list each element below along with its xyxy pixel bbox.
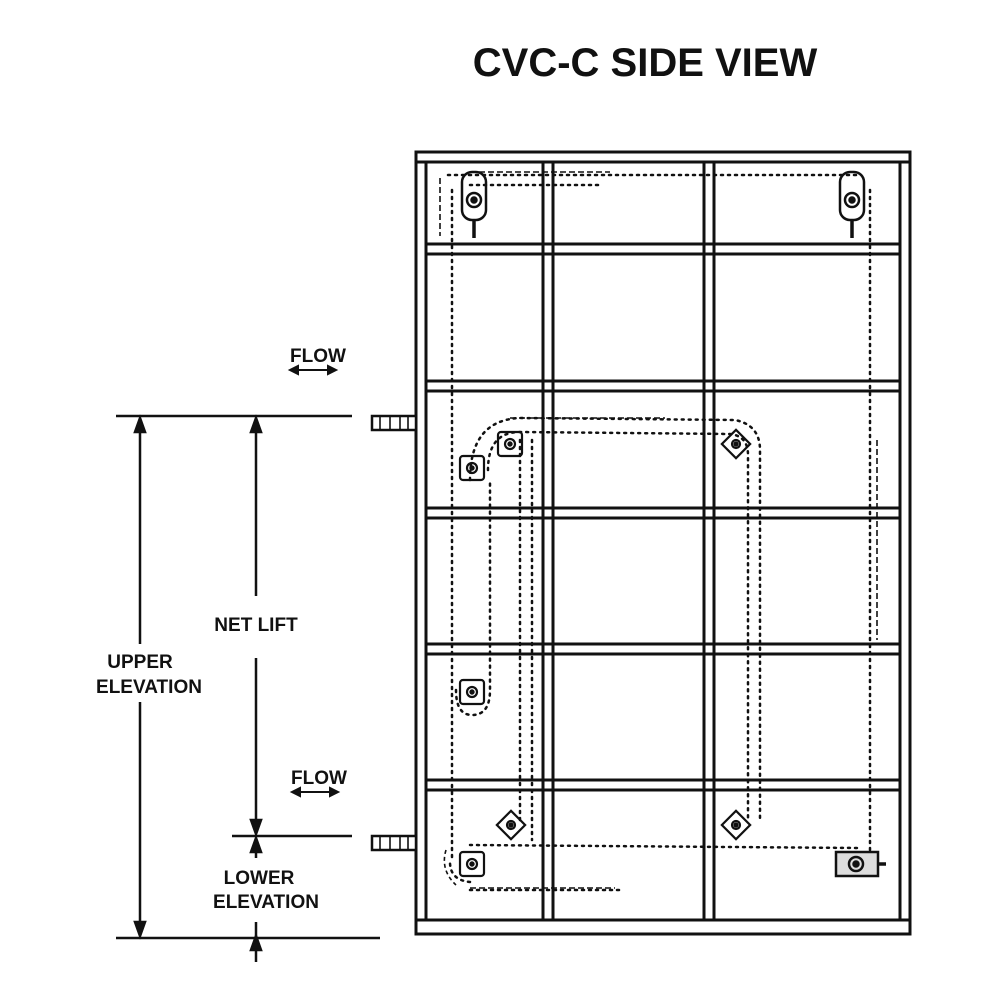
flow-label-lower: FLOW <box>291 768 347 789</box>
flow-arrow-upper <box>287 364 339 376</box>
shelf-lines <box>426 242 900 792</box>
idler-sprocket-icon <box>458 678 486 706</box>
lower-elevation-label-line1: LOWER <box>224 868 295 889</box>
idler-sprocket-icon <box>720 428 752 460</box>
chain-links <box>439 171 878 889</box>
diagram-title: CVC-C SIDE VIEW <box>473 41 818 85</box>
upper-elevation-label-line2: ELEVATION <box>96 677 202 698</box>
conveyor-chain <box>446 173 872 892</box>
sprocket-icon <box>838 170 866 238</box>
idler-sprocket-icon <box>495 809 527 841</box>
dimension-lines <box>116 414 380 962</box>
idler-sprocket-icon <box>720 809 752 841</box>
upper-elevation-label-line1: UPPER <box>107 652 173 673</box>
idler-sprocket-icon <box>458 850 486 878</box>
drive-motor-icon <box>834 850 886 878</box>
sprocket-icon <box>460 170 488 238</box>
flow-arrow-lower <box>289 786 341 798</box>
outer-frame <box>414 150 912 922</box>
idler-sprocket-icon <box>458 454 486 482</box>
lower-elevation-label-line2: ELEVATION <box>213 892 319 913</box>
idler-sprocket-icon <box>496 430 524 458</box>
flow-label-upper: FLOW <box>290 346 346 367</box>
base-plate <box>414 918 912 936</box>
lower-flow-pipe <box>370 834 418 852</box>
frame-structure <box>414 150 912 936</box>
upper-flow-pipe <box>370 414 418 432</box>
net-lift-label: NET LIFT <box>214 615 298 636</box>
